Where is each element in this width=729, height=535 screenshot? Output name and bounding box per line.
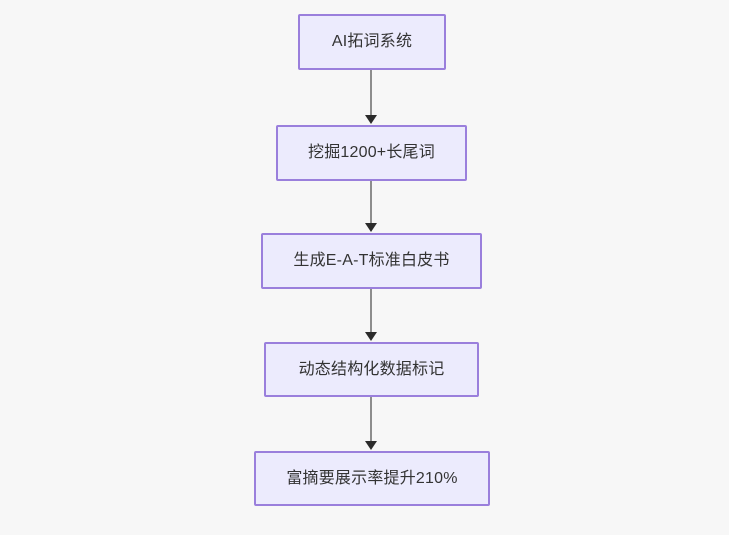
flow-node-generate-eat-whitepaper[interactable]: 生成E-A-T标准白皮书 (261, 233, 482, 289)
flow-node-mine-longtail-keywords[interactable]: 挖掘1200+长尾词 (276, 125, 467, 181)
edge-arrowhead-n2-n3 (365, 223, 377, 232)
flow-node-label: 富摘要展示率提升210% (286, 469, 458, 487)
flow-node-label: 挖掘1200+长尾词 (308, 144, 435, 162)
flow-node-label: 动态结构化数据标记 (298, 360, 445, 378)
flow-node-rich-snippet-impression-uplift[interactable]: 富摘要展示率提升210% (254, 451, 490, 506)
edge-n1-n2 (370, 70, 372, 116)
edge-arrowhead-n3-n4 (365, 332, 377, 341)
flow-node-ai-keyword-system[interactable]: AI拓词系统 (298, 14, 446, 70)
flow-node-dynamic-structured-data-markup[interactable]: 动态结构化数据标记 (264, 342, 479, 397)
edge-n4-n5 (370, 397, 372, 442)
flow-node-label: AI拓词系统 (331, 33, 413, 51)
edge-n3-n4 (370, 289, 372, 333)
flow-node-label: 生成E-A-T标准白皮书 (293, 252, 450, 270)
edge-arrowhead-n1-n2 (365, 115, 377, 124)
edge-arrowhead-n4-n5 (365, 441, 377, 450)
edge-n2-n3 (370, 181, 372, 224)
